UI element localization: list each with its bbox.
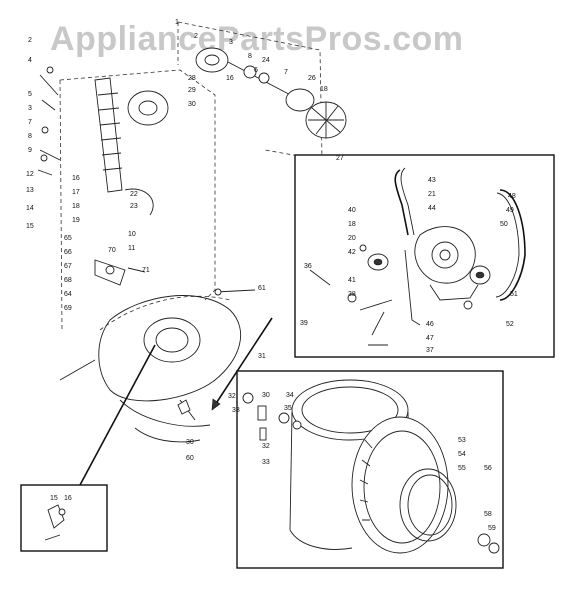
part-label: 21 bbox=[428, 191, 436, 198]
part-label: 35 bbox=[284, 405, 292, 412]
watermark-text: AppliancePartsPros.com bbox=[50, 20, 463, 58]
part-label: 2 bbox=[28, 37, 32, 44]
part-label: 13 bbox=[26, 187, 34, 194]
part-label: 36 bbox=[304, 263, 312, 270]
part-label: 17 bbox=[72, 189, 80, 196]
drum-detail-box bbox=[236, 370, 504, 569]
part-label: 38 bbox=[348, 291, 356, 298]
part-label: 70 bbox=[108, 247, 116, 254]
part-labels-drum: 30 34 35 32 33 53 54 55 56 58 59 bbox=[262, 392, 496, 532]
part-label: 61 bbox=[258, 285, 266, 292]
part-label: 33 bbox=[232, 407, 240, 414]
cabinet-outline bbox=[59, 69, 242, 443]
top-assembly bbox=[177, 21, 347, 161]
part-label: 15 bbox=[50, 495, 58, 502]
part-label: 24 bbox=[262, 57, 270, 64]
part-label: 41 bbox=[348, 277, 356, 284]
part-labels-left: 2 4 5 3 7 8 9 12 13 14 15 16 17 18 19 10… bbox=[26, 37, 266, 462]
part-label: 64 bbox=[64, 291, 72, 298]
part-label: 2 bbox=[194, 33, 198, 40]
part-label: 12 bbox=[26, 171, 34, 178]
part-label: 39 bbox=[300, 320, 308, 327]
inset-detail-box bbox=[20, 484, 108, 552]
part-label: 16 bbox=[72, 175, 80, 182]
part-label: 6 bbox=[254, 67, 258, 74]
part-label: 3 bbox=[229, 39, 233, 46]
part-label: 5 bbox=[28, 91, 32, 98]
part-label: 59 bbox=[488, 525, 496, 532]
part-label: 32 bbox=[228, 393, 236, 400]
part-label: 4 bbox=[28, 57, 32, 64]
part-label: 9 bbox=[28, 147, 32, 154]
part-label: 28 bbox=[188, 75, 196, 82]
part-label: 53 bbox=[458, 437, 466, 444]
part-label: 14 bbox=[26, 205, 34, 212]
part-label: 8 bbox=[28, 133, 32, 140]
part-label: 60 bbox=[186, 455, 194, 462]
part-label: 26 bbox=[308, 75, 316, 82]
part-label: 40 bbox=[348, 207, 356, 214]
part-label: 7 bbox=[28, 119, 32, 126]
part-label: 58 bbox=[484, 511, 492, 518]
part-label: 42 bbox=[348, 249, 356, 256]
part-label: 55 bbox=[458, 465, 466, 472]
part-label: 18 bbox=[72, 203, 80, 210]
part-label: 69 bbox=[64, 305, 72, 312]
part-label: 43 bbox=[428, 177, 436, 184]
part-label: 29 bbox=[188, 87, 196, 94]
part-labels-motor: 43 21 44 40 18 20 42 41 36 38 39 46 47 3… bbox=[300, 177, 518, 354]
part-label: 27 bbox=[336, 155, 344, 162]
motor-detail-box bbox=[294, 154, 555, 358]
part-label: 11 bbox=[128, 245, 135, 252]
part-label: 49 bbox=[506, 207, 514, 214]
part-label: 65 bbox=[64, 235, 72, 242]
part-label: 67 bbox=[64, 263, 72, 270]
control-panel bbox=[37, 66, 256, 421]
part-label: 32 bbox=[262, 443, 270, 450]
part-label: 54 bbox=[458, 451, 466, 458]
part-label: 22 bbox=[130, 191, 138, 198]
part-label: 3 bbox=[28, 105, 32, 112]
part-label: 31 bbox=[258, 353, 266, 360]
part-label: 46 bbox=[426, 321, 434, 328]
part-label: 71 bbox=[142, 267, 150, 274]
leader-line-motor bbox=[214, 317, 273, 406]
part-label: 34 bbox=[286, 392, 294, 399]
part-label: 30 bbox=[262, 392, 270, 399]
part-label: 23 bbox=[130, 203, 138, 210]
part-label: 18 bbox=[320, 86, 328, 93]
part-label: 30 bbox=[188, 101, 196, 108]
part-label: 56 bbox=[484, 465, 492, 472]
part-label: 30 bbox=[186, 439, 194, 446]
part-label: 16 bbox=[226, 75, 234, 82]
part-label: 16 bbox=[64, 495, 72, 502]
part-label: 33 bbox=[262, 459, 270, 466]
part-label: 37 bbox=[426, 347, 434, 354]
part-label: 15 bbox=[26, 223, 34, 230]
part-label: 50 bbox=[500, 221, 508, 228]
part-label: 44 bbox=[428, 205, 436, 212]
part-label: 66 bbox=[64, 249, 72, 256]
part-label: 51 bbox=[510, 291, 518, 298]
part-labels-top: 1 2 3 24 6 7 16 26 18 27 28 29 30 8 bbox=[175, 19, 344, 162]
leader-arrowhead-motor bbox=[211, 398, 221, 411]
part-labels-inset: 15 16 bbox=[50, 495, 72, 502]
part-label: 68 bbox=[64, 277, 72, 284]
part-label: 1 bbox=[175, 19, 179, 26]
part-label: 10 bbox=[128, 231, 136, 238]
leader-line-inset bbox=[79, 344, 156, 486]
part-label: 20 bbox=[348, 235, 356, 242]
part-label: 8 bbox=[248, 53, 252, 60]
part-label: 48 bbox=[508, 193, 516, 200]
part-label: 47 bbox=[426, 335, 434, 342]
part-label: 19 bbox=[72, 217, 80, 224]
part-label: 7 bbox=[284, 69, 288, 76]
part-label: 52 bbox=[506, 321, 514, 328]
part-label: 18 bbox=[348, 221, 356, 228]
